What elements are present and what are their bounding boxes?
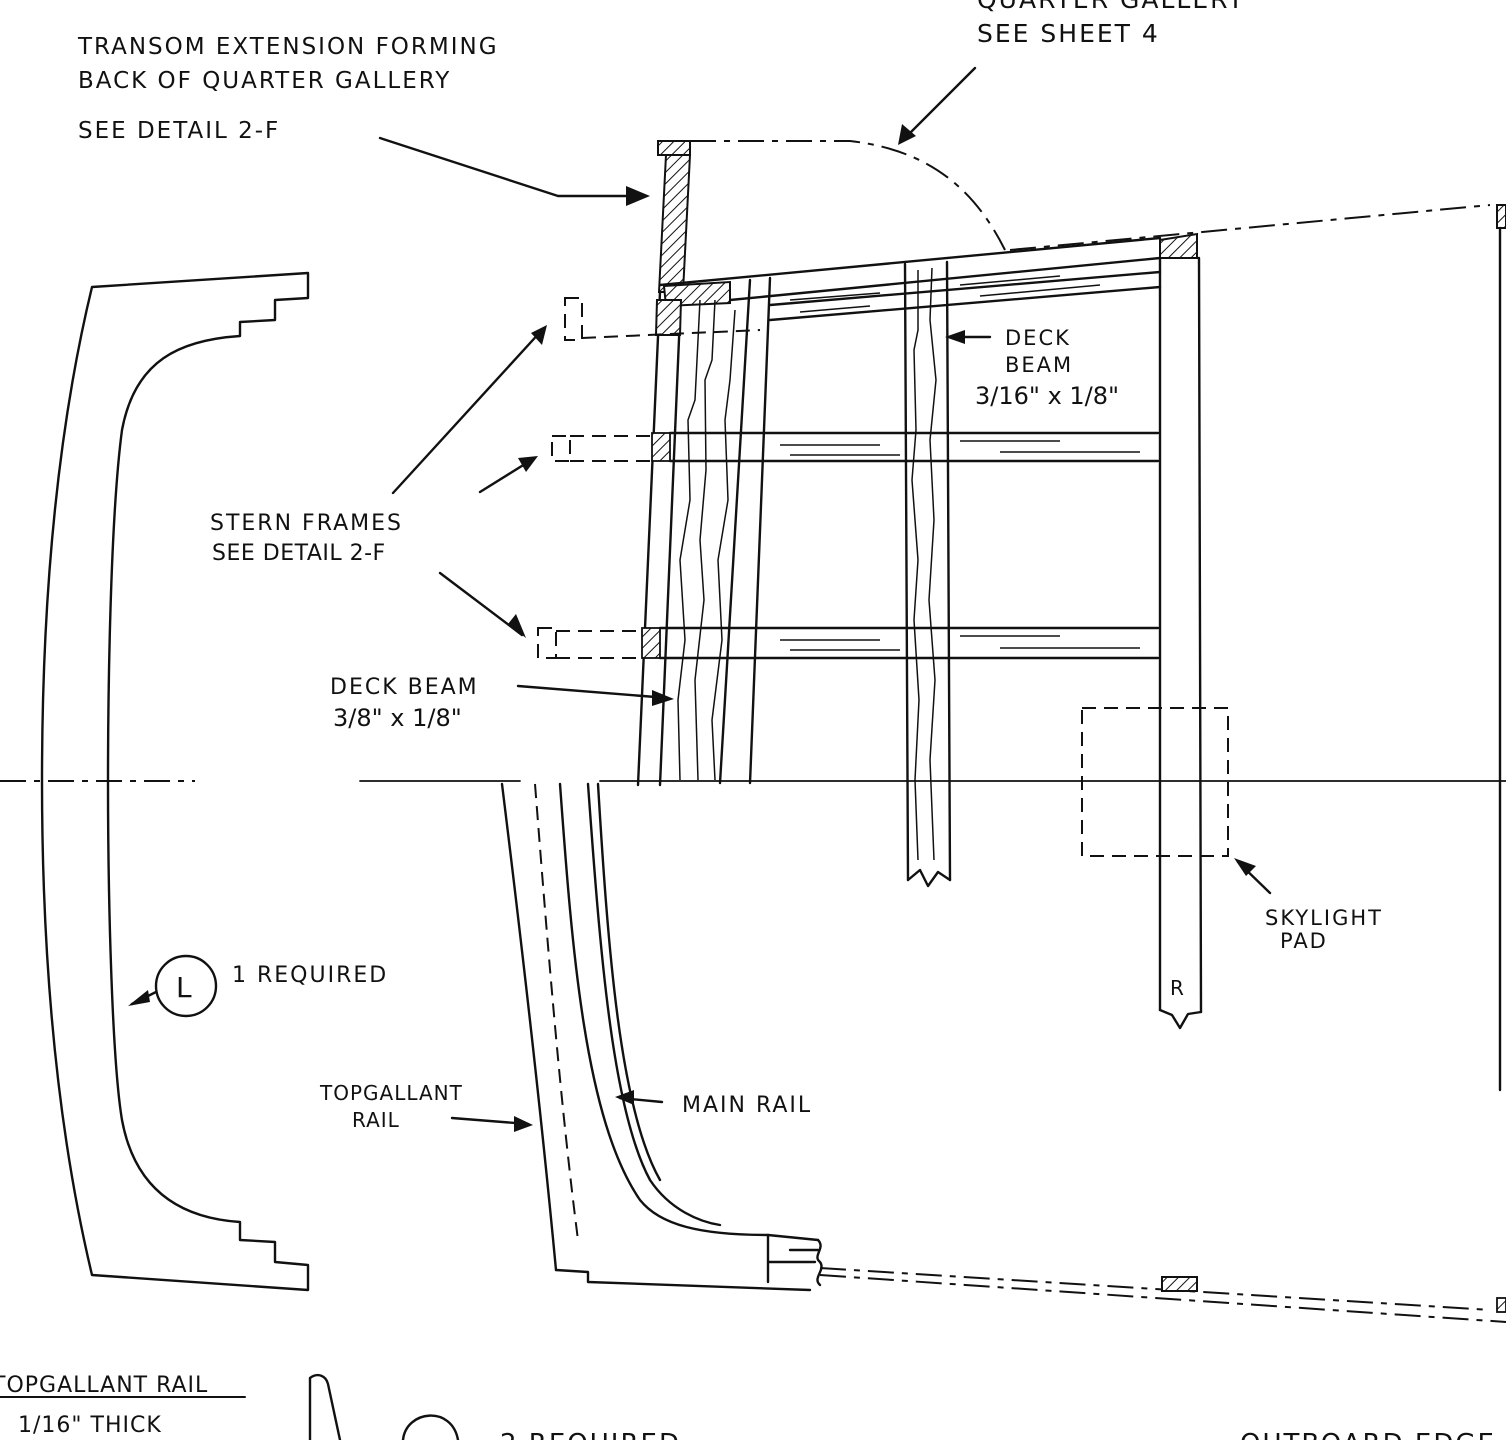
deck-beam-small-label-2: BEAM <box>1005 353 1073 377</box>
part-l-callout: L 1 REQUIRED <box>128 954 388 1018</box>
deck-beam-large-size: 3/8" x 1/8" <box>333 704 462 732</box>
topgallant-rail-drawing <box>500 782 1506 1323</box>
leader-arrows <box>378 66 1272 1132</box>
bottom-right-label: OUTBOARD EDGE <box>1240 1429 1496 1440</box>
main-rail-drawing <box>558 782 823 1287</box>
deck-beam-small <box>903 260 952 888</box>
topgallant-rail-label-1: TOPGALLANT <box>319 1081 463 1105</box>
main-rail-label: MAIN RAIL <box>682 1093 812 1118</box>
topgallant-rail-label-2: RAIL <box>352 1108 400 1132</box>
deck-beam-large-label: DECK BEAM <box>330 675 479 700</box>
deck-framing: R <box>537 204 1506 1092</box>
deck-beam-small-label-1: DECK <box>1005 326 1071 350</box>
transom-extension <box>657 140 692 293</box>
transom-label-1: TRANSOM EXTENSION FORMING <box>77 34 499 60</box>
beam-lower <box>537 626 1160 660</box>
transom-label-3: SEE DETAIL 2-F <box>78 118 280 144</box>
bottom-required-label: 2 REQUIRED <box>500 1429 681 1440</box>
deck-beam-small-size: 3/16" x 1/8" <box>975 382 1119 410</box>
quarter-gallery-label-2: SEE SHEET 4 <box>977 19 1160 48</box>
part-l-circle <box>154 954 218 1018</box>
part-l-outline <box>40 271 310 1292</box>
quarter-gallery-outline <box>690 140 1006 251</box>
beam-middle <box>551 431 1160 463</box>
r-mark-label: R <box>1170 976 1186 1000</box>
stern-frames-label-1: STERN FRAMES <box>210 511 403 536</box>
quarter-gallery-label-1: QUARTER GALLERY <box>977 0 1245 14</box>
skylight-label-1: SKYLIGHT <box>1265 906 1383 930</box>
skylight-pad <box>1081 707 1229 857</box>
bottom-thickness-label: 1/16" THICK <box>18 1413 162 1438</box>
part-l-required-label: 1 REQUIRED <box>232 963 388 988</box>
part-l-letter: L <box>176 971 194 1004</box>
skylight-label-2: PAD <box>1280 929 1328 953</box>
vertical-member-r <box>1158 232 1203 1030</box>
stern-frames-label-2: SEE DETAIL 2-F <box>212 541 386 566</box>
bottom-heading-label: TOPGALLANT RAIL <box>0 1373 208 1398</box>
beam-upper <box>564 270 1162 341</box>
bottom-partial <box>0 1373 460 1440</box>
transom-label-2: BACK OF QUARTER GALLERY <box>78 68 451 94</box>
